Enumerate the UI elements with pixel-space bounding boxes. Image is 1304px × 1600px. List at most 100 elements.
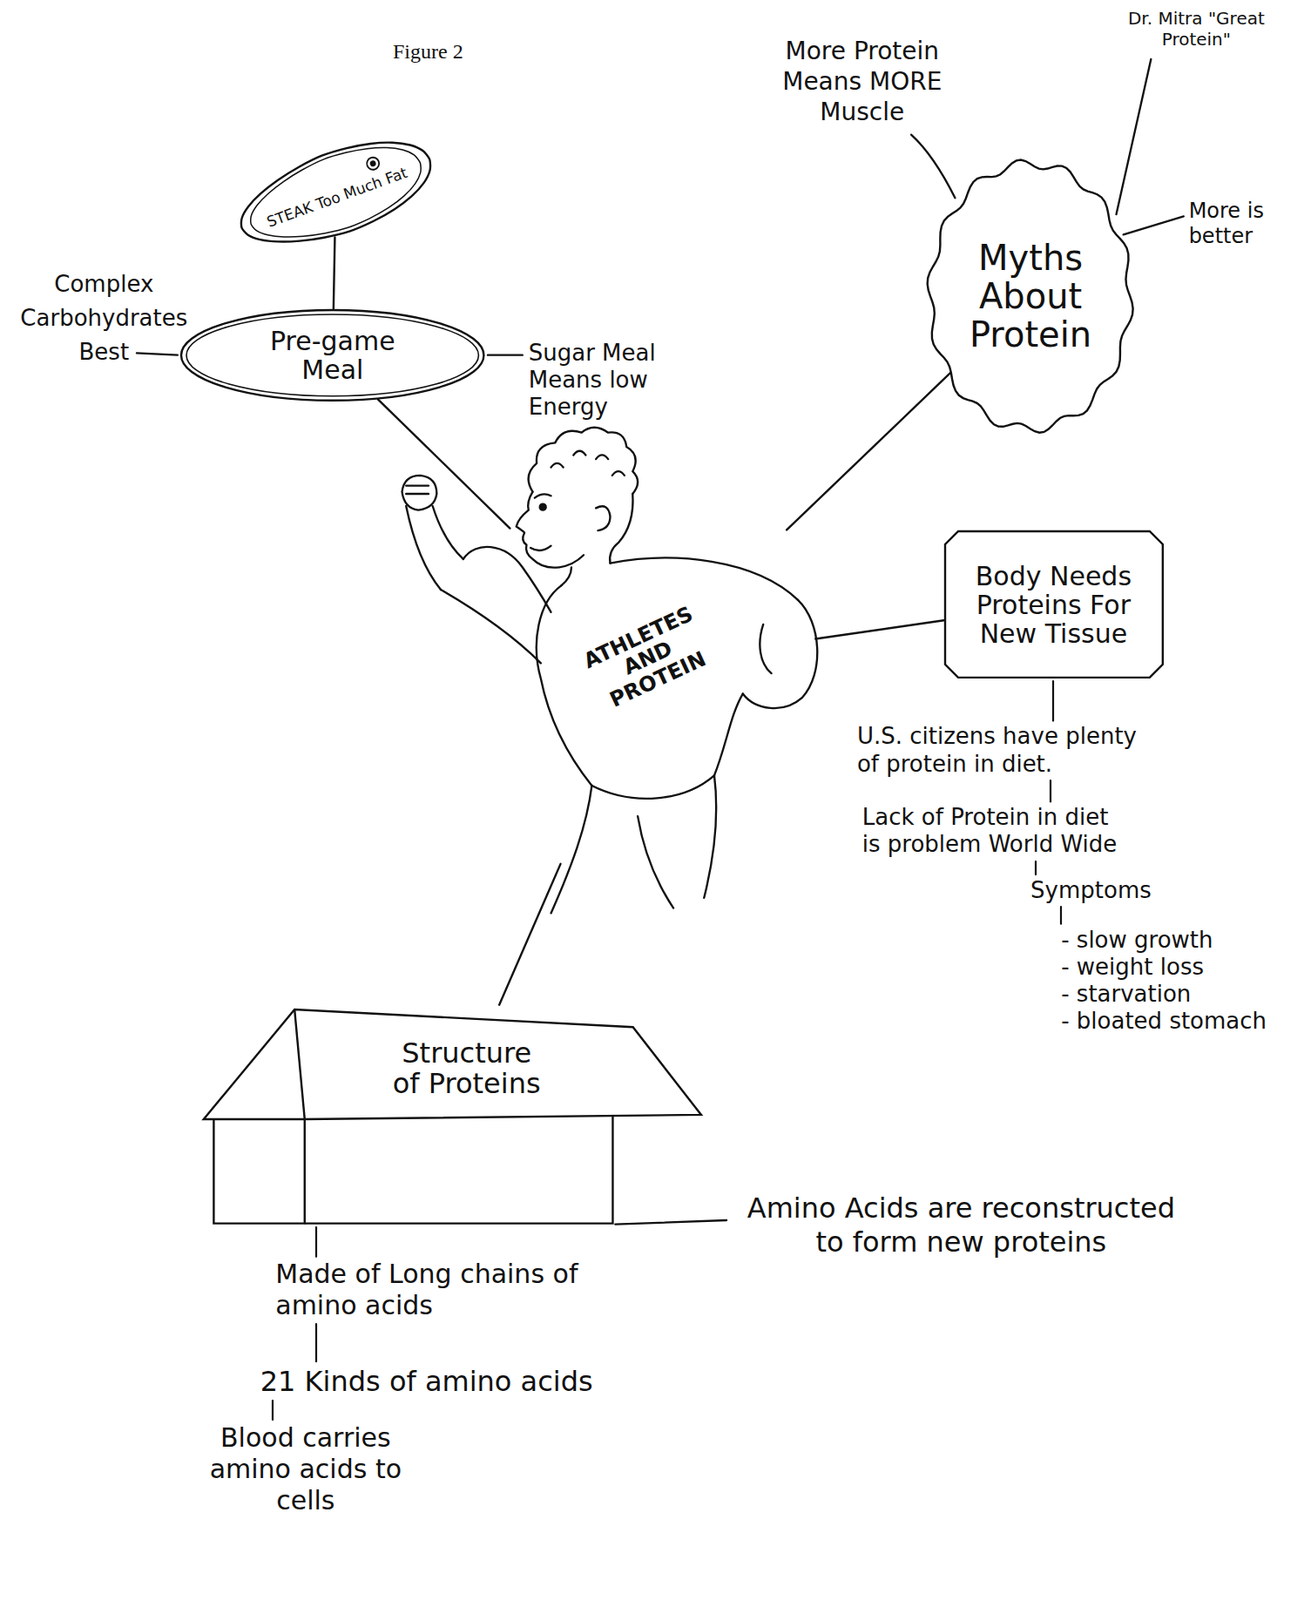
note-chain: U.S. citizens have plenty of protein in …: [851, 678, 1288, 1036]
note-text: Sugar Meal Means low Energy: [528, 339, 672, 422]
node-text: ATHLETES AND PROTEIN: [574, 599, 722, 717]
node-text: Body Needs Proteins For New Tissue: [952, 561, 1154, 649]
neck: [560, 567, 572, 586]
fat-edge: [238, 128, 433, 259]
node-text: Pre-game Meal: [258, 326, 407, 385]
right-side: [714, 694, 744, 777]
note-text: Symptoms: [1030, 877, 1152, 905]
connector-line: [499, 864, 561, 1006]
leader-line: [487, 353, 523, 356]
note-text: - weight loss: [1060, 953, 1204, 981]
steak-shape: STEAK Too Much Fat: [223, 118, 447, 270]
note-text: Blood carries amino acids to cells: [183, 1422, 428, 1517]
note-text: - slow growth: [1060, 926, 1213, 954]
bone-ring: [364, 155, 381, 172]
leader-line: [1116, 59, 1152, 215]
leader-line-holder: [1033, 858, 1038, 878]
text-group: ATHLETES AND PROTEIN: [574, 599, 722, 717]
fist: [402, 475, 438, 511]
leader-line: [1033, 858, 1038, 878]
hair-curls: [551, 451, 625, 476]
left-leg: [551, 785, 593, 913]
leader-line-holder: [1059, 904, 1063, 927]
forearm-inner: [432, 506, 464, 560]
node-text: Structure of Proteins: [387, 1038, 547, 1100]
leader-line: [1123, 216, 1184, 235]
bone-dot: [370, 161, 376, 167]
meal-ellipse: Pre-game Meal: [179, 308, 486, 403]
leader-line: [1048, 777, 1053, 805]
note-text: More is better: [1189, 198, 1297, 250]
connector-line: [378, 399, 510, 529]
leader-line-stroke: [1052, 681, 1055, 722]
leader-line-stroke: [1034, 861, 1037, 875]
text-group: Structure of Proteins: [387, 1038, 547, 1100]
leader-line: [270, 1398, 275, 1423]
note-text: More Protein Means MORE Muscle: [755, 35, 970, 128]
leader-line-stroke: [315, 1227, 318, 1257]
leader-line: [1059, 904, 1063, 927]
leader-line-holder: [314, 1321, 318, 1365]
leader-line: [314, 1321, 318, 1365]
leader-line: [136, 352, 178, 355]
right-leg: [703, 775, 717, 899]
leader-line-stroke: [1049, 780, 1052, 802]
steak-outline: [228, 121, 444, 266]
waist-line: [591, 775, 715, 799]
athlete-drawing: [402, 427, 818, 914]
text-group: Myths About Protein: [943, 238, 1118, 354]
cloud-circle: Myths About Protein: [925, 158, 1136, 434]
figure-title: Figure 2: [392, 39, 464, 65]
meal-inner-outline: [186, 314, 479, 397]
leg-line: [637, 816, 674, 908]
note-text: 21 Kinds of amino acids: [260, 1364, 594, 1399]
leader-line: [1051, 678, 1055, 724]
note-text: - starvation: [1060, 980, 1191, 1008]
wavy-outline: [927, 159, 1134, 433]
node-text: Myths About Protein: [943, 238, 1118, 354]
mouth: [530, 546, 551, 551]
ear: [595, 506, 610, 531]
leader-line-stroke: [1060, 906, 1062, 925]
upper-arm: [440, 589, 541, 663]
left-bicep: [463, 547, 552, 613]
leader-line: [614, 1220, 727, 1225]
note-chain: Made of Long chains of amino acids 21 Kin…: [260, 1224, 679, 1518]
note-text: Amino Acids are reconstructed to form ne…: [734, 1191, 1188, 1259]
box-outline: [945, 531, 1163, 678]
connector-line: [786, 372, 951, 530]
note-text: Lack of Protein in diet is problem World…: [862, 804, 1129, 859]
note-text: U.S. citizens have plenty of protein in …: [857, 722, 1154, 777]
leader-line: [911, 135, 955, 199]
quote-text: Dr. Mitra "Great Protein": [1127, 7, 1265, 50]
eyebrow: [534, 493, 552, 498]
fingers: [405, 486, 429, 494]
back-of-head: [609, 493, 633, 564]
text-group: Pre-game Meal: [258, 326, 407, 385]
leader-line-stroke: [271, 1400, 274, 1420]
connector-line: [815, 620, 944, 639]
meal-outline: [181, 310, 484, 401]
front-wall: [304, 1114, 614, 1224]
side-wall: [214, 1119, 305, 1224]
athlete-figure: ATHLETES AND PROTEIN: [479, 428, 818, 899]
leader-line-stroke: [315, 1324, 318, 1362]
leader-line: [314, 1224, 318, 1260]
note-text: Made of Long chains of amino acids: [275, 1258, 624, 1322]
connector-line: [333, 236, 336, 309]
roof-edge: [295, 1009, 306, 1120]
leader-lines: [136, 59, 1184, 1225]
leader-line-holder: [270, 1398, 275, 1423]
text-group: Body Needs Proteins For New Tissue: [952, 561, 1154, 649]
eye: [540, 504, 547, 511]
hair: [528, 427, 639, 494]
right-bicep: [743, 600, 818, 709]
note-text: - bloated stomach: [1060, 1007, 1267, 1035]
topic-box: Body Needs Proteins For New Tissue: [944, 530, 1164, 679]
face-profile: [516, 492, 584, 568]
leader-line-holder: [314, 1224, 318, 1260]
arm-muscle-line: [759, 624, 771, 674]
